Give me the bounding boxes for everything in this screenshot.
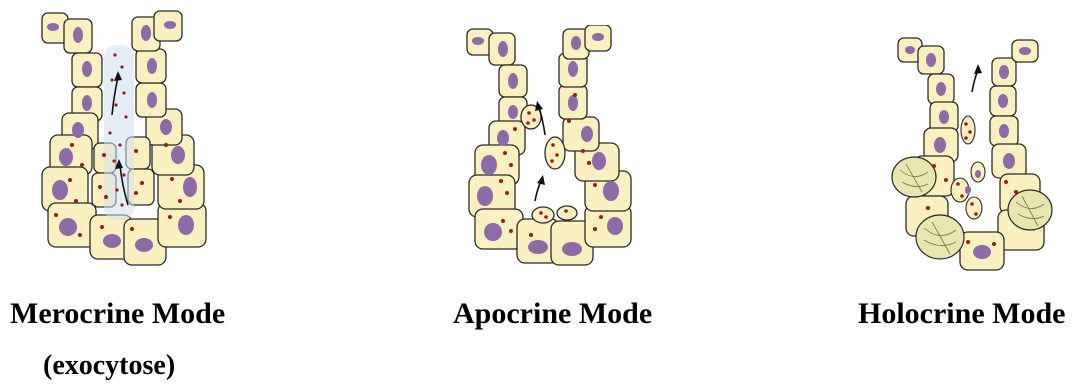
merocrine-caption: Merocrine Mode — [10, 297, 225, 331]
holocrine-gland-diagram — [888, 32, 1068, 277]
apocrine-gland-diagram — [445, 25, 645, 275]
holocrine-gland-illustration — [888, 32, 1068, 277]
merocrine-gland-diagram — [20, 5, 220, 275]
apocrine-caption: Apocrine Mode — [453, 297, 652, 331]
apocrine-gland-illustration — [445, 25, 645, 275]
merocrine-subcaption: (exocytose) — [43, 350, 175, 382]
holocrine-caption: Holocrine Mode — [858, 297, 1065, 331]
merocrine-gland-illustration — [20, 5, 220, 275]
